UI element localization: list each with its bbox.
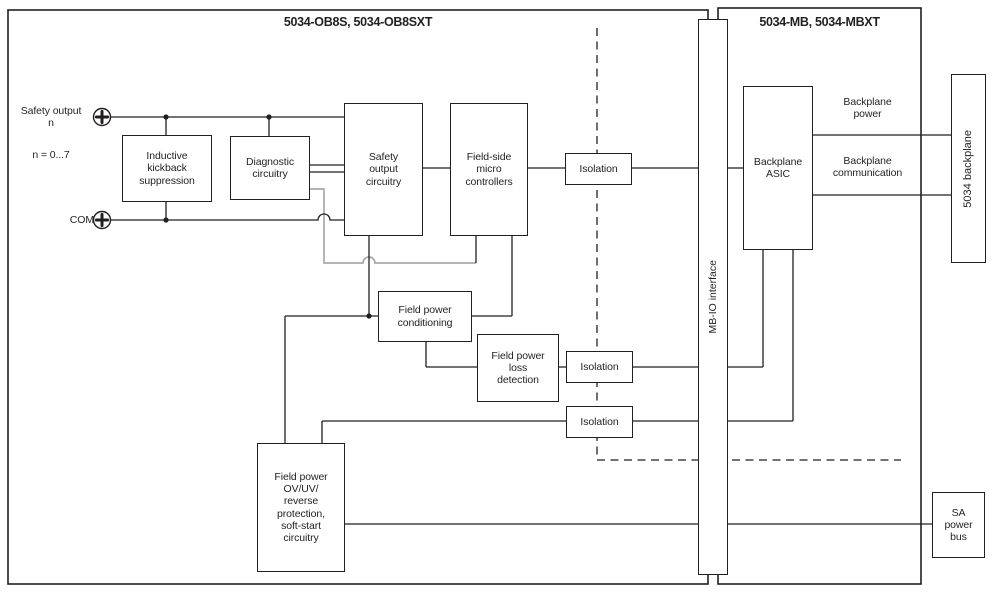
com-screw-terminal-icon — [92, 210, 112, 230]
n-range-label: n = 0...7 — [32, 149, 70, 161]
junction-dot — [266, 114, 272, 120]
block-safety-output-circuitry: Safety output circuitry — [344, 103, 423, 236]
junction-dot — [163, 114, 169, 120]
right-section-title: 5034-MB, 5034-MBXT — [759, 15, 880, 29]
diagnostic-feedback-gray-line — [310, 188, 476, 264]
block-field-power-protection: Field power OV/UV/ reverse protection, s… — [257, 443, 345, 572]
block-mb-io-interface: MB-IO interface — [698, 19, 728, 575]
block-field-side-micro-controllers: Field-side micro controllers — [450, 103, 528, 236]
block-isolation-1: Isolation — [565, 153, 632, 185]
left-section-title: 5034-OB8S, 5034-OB8SXT — [283, 15, 433, 29]
backplane-communication-label: Backplane communication — [832, 155, 903, 180]
block-sa-power-bus: SA power bus — [932, 492, 985, 558]
backplane-power-label: Backplane power — [843, 96, 892, 121]
junction-dot — [366, 313, 372, 319]
safety-output-screw-terminal-icon — [92, 107, 112, 127]
isolation-boundary-dashed-line — [596, 28, 901, 461]
block-backplane-asic: Backplane ASIC — [743, 86, 813, 250]
section-outline-left-module — [7, 9, 709, 585]
safety-output-label: Safety output n — [20, 105, 82, 130]
block-field-power-loss-detection: Field power loss detection — [477, 334, 559, 402]
junction-dots — [163, 114, 372, 319]
block-diagnostic-circuitry: Diagnostic circuitry — [230, 136, 310, 200]
block-field-power-conditioning: Field power conditioning — [378, 291, 472, 342]
block-inductive-kickback-suppression: Inductive kickback suppression — [122, 135, 212, 202]
junction-dot — [163, 217, 169, 223]
connection-lines — [110, 116, 951, 525]
block-isolation-3: Isolation — [566, 406, 633, 438]
5034-backplane-label: 5034 backplane — [962, 129, 975, 208]
com-label: COM — [69, 214, 94, 226]
mb-io-interface-label: MB-IO interface — [706, 260, 719, 334]
block-5034-backplane: 5034 backplane — [951, 74, 986, 263]
terminal-icons — [92, 107, 112, 230]
block-isolation-2: Isolation — [566, 351, 633, 383]
